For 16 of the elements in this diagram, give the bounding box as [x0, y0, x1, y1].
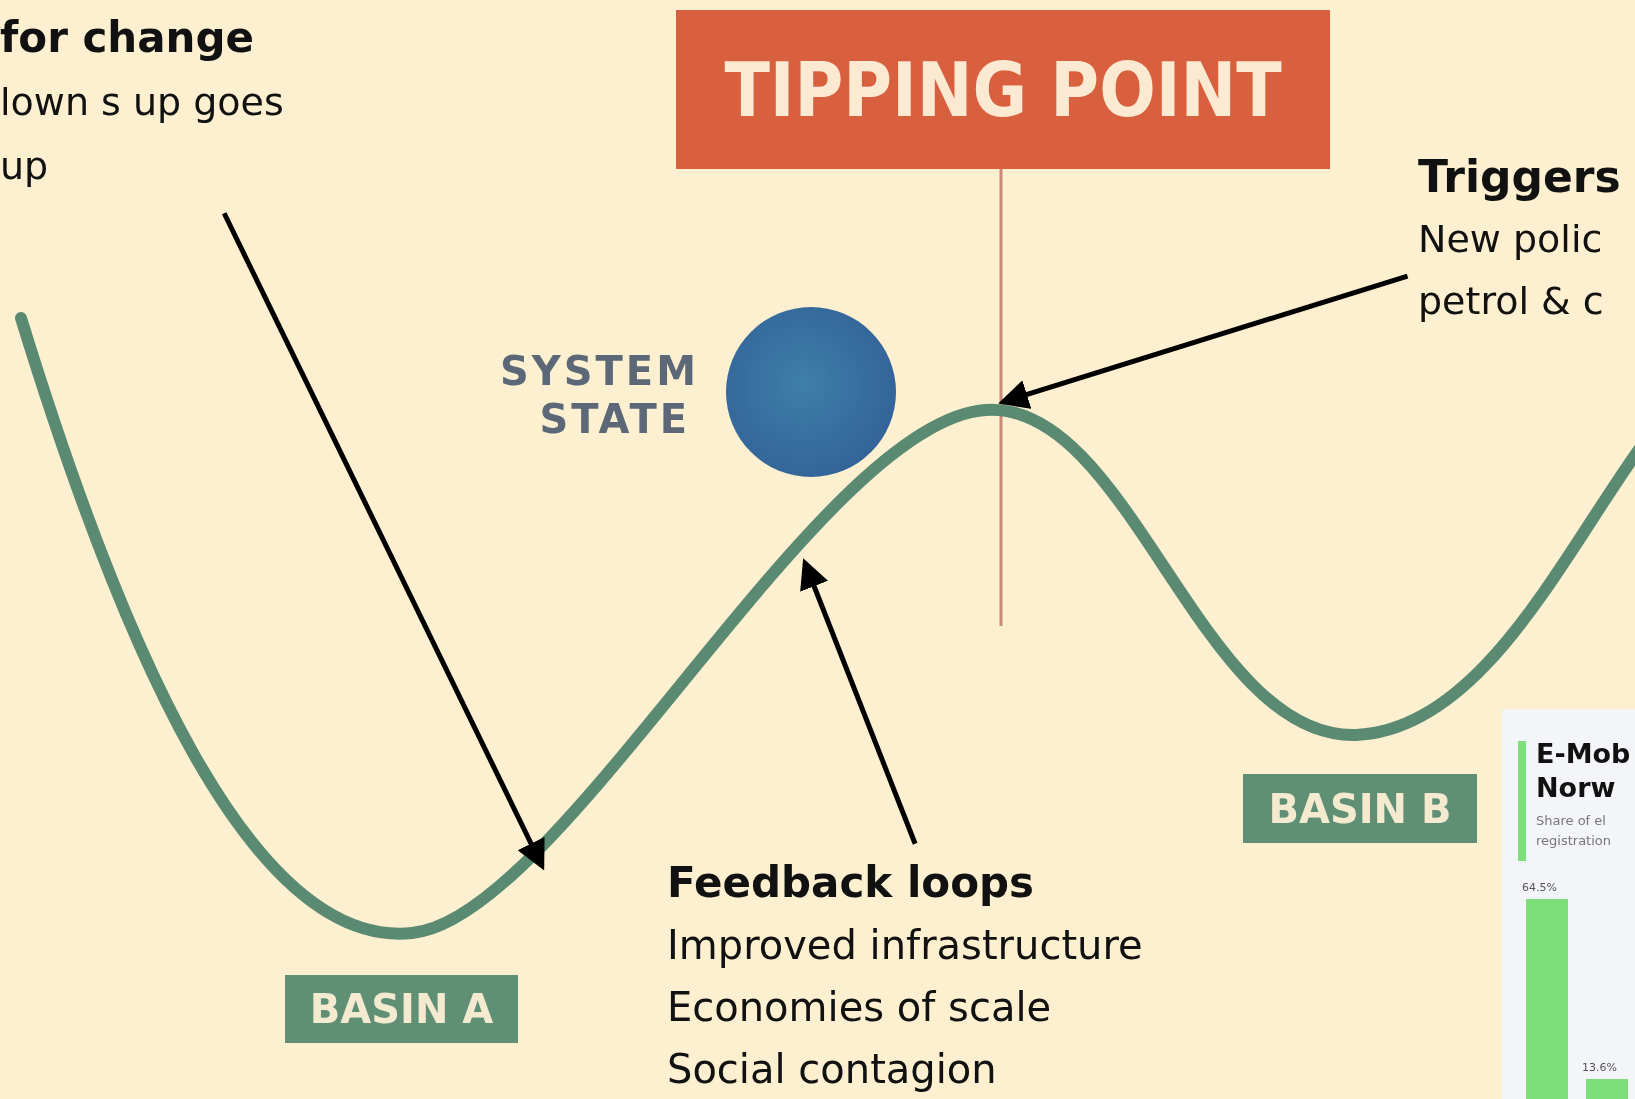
- tipping-point-banner: TIPPING POINT: [676, 10, 1330, 169]
- callout-heading: Triggers: [1418, 150, 1622, 204]
- callout-text: lown s up goes up: [0, 79, 285, 190]
- chart-title: E-Mob Norw: [1536, 737, 1632, 805]
- basin-label: BASIN A: [285, 975, 518, 1043]
- callout-text: Improved infrastructure Economies of scale Social contagion: [667, 921, 1144, 1094]
- value-label: 13.6%: [1582, 1061, 1617, 1074]
- callout-heading: for change: [0, 12, 256, 64]
- callout-text: New polic petrol & c: [1418, 216, 1605, 325]
- chart-subtitle: Share of el registration: [1536, 812, 1612, 850]
- leader-arrow: [800, 558, 918, 845]
- value-label: 64.5%: [1522, 881, 1557, 894]
- callout-heading: Feedback loops: [667, 857, 1036, 909]
- leader-arrow: [221, 212, 545, 871]
- leader-arrow: [998, 273, 1409, 409]
- basin-label: BASIN B: [1243, 774, 1477, 843]
